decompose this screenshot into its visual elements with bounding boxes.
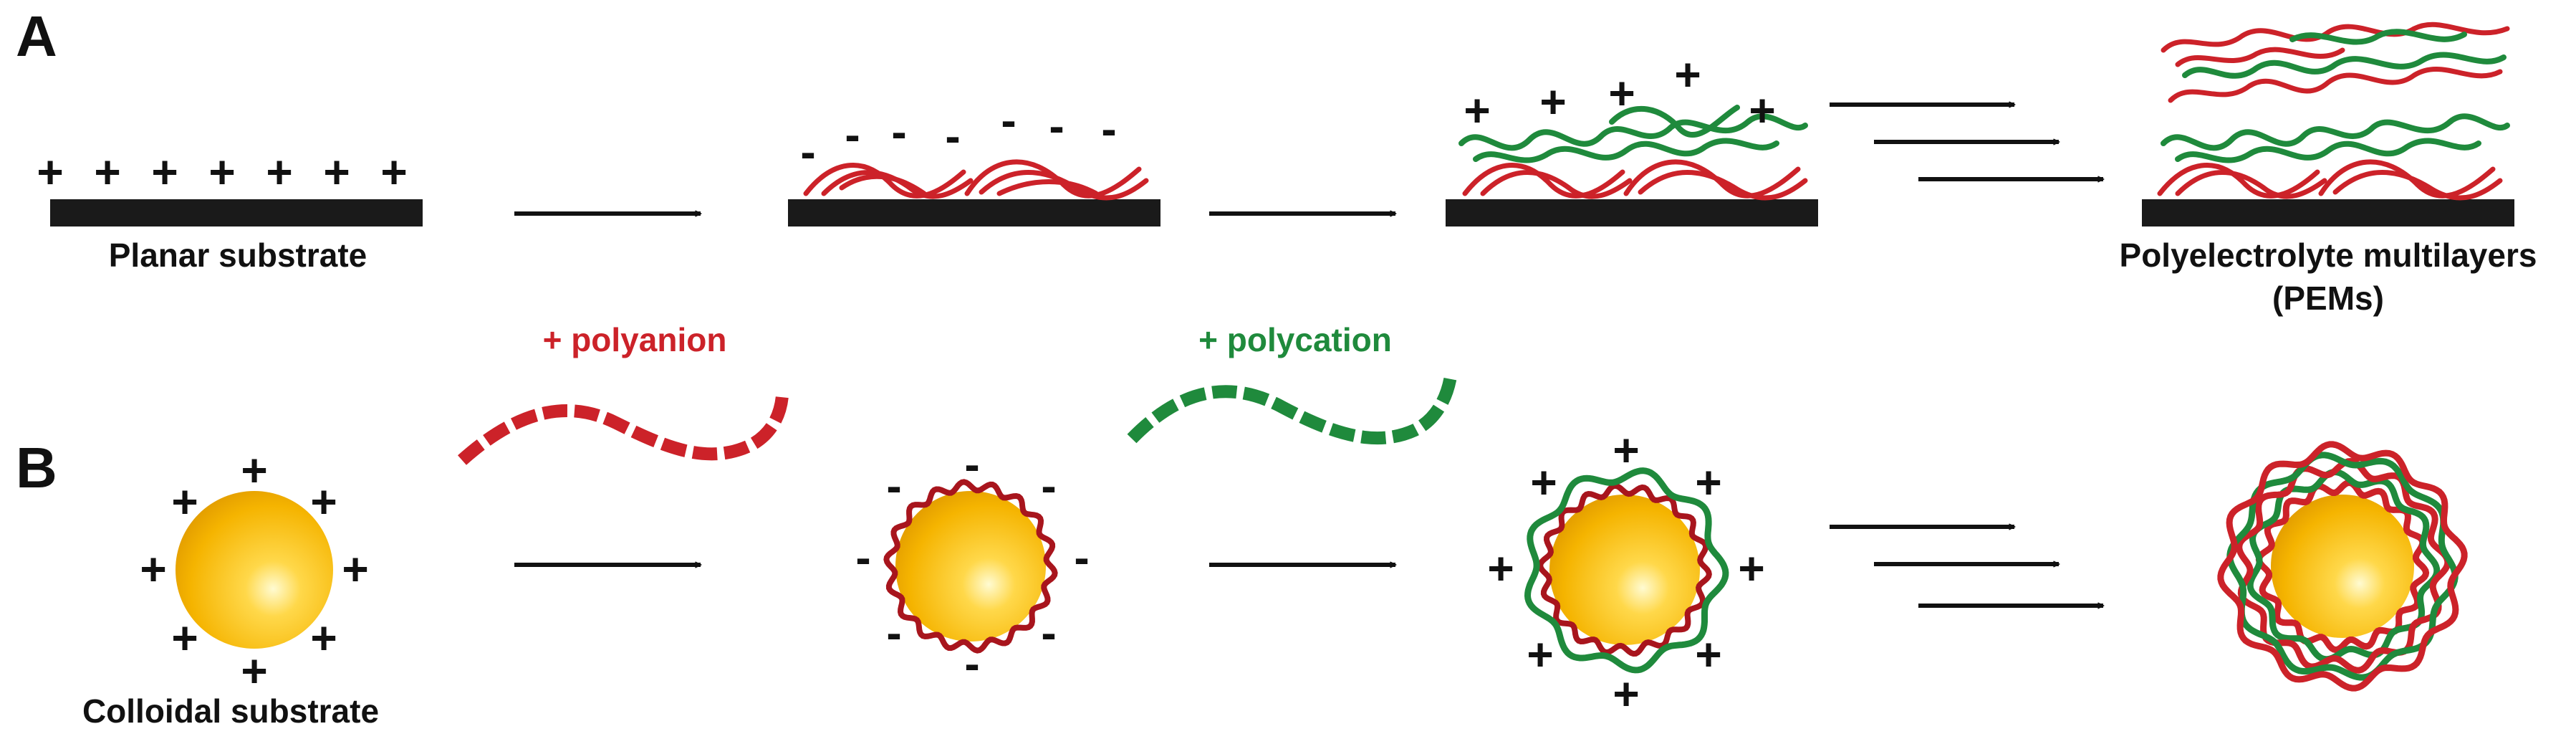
arrow-multistep-a (1830, 105, 2103, 179)
panel-label-b: B (16, 436, 57, 500)
charge-negative: - (964, 439, 979, 490)
polyanion-layer-a3 (1462, 159, 1808, 201)
charge-negative: - (886, 607, 901, 659)
charge-positive: + (151, 146, 178, 198)
colloid-particle-1 (176, 491, 333, 649)
charge-positive: + (241, 645, 267, 697)
reagent-label-polyanion: + polyanion (543, 321, 727, 358)
polycation-shell-b3 (1524, 467, 1729, 674)
surface-charges-positive-b1: + + + + + + + + (140, 444, 368, 697)
charge-negative: - (1074, 532, 1089, 583)
planar-substrate-2 (788, 199, 1160, 226)
charge-positive: + (342, 543, 368, 595)
charge-positive: + (310, 612, 337, 664)
charge-positive: + (241, 444, 267, 496)
polyanion-shell-b3 (1537, 482, 1712, 657)
charge-negative: - (855, 532, 870, 583)
charge-negative: - (1041, 607, 1056, 659)
charge-positive: + (1695, 457, 1721, 508)
surface-charges-negative-b2: - - - - - - - - (855, 439, 1089, 690)
caption-pems-line2: (PEMs) (2272, 280, 2384, 317)
polycation-layer-a3 (1458, 105, 1808, 163)
charge-positive: + (1695, 629, 1721, 680)
surface-charges-positive-a1: + + + + + + + (37, 146, 407, 198)
polyanion-shell-b2 (883, 479, 1058, 654)
colloid-particle-4 (2271, 495, 2414, 638)
charge-negative: - (845, 109, 860, 161)
charge-positive: + (1674, 49, 1701, 100)
caption-pems-line1: Polyelectrolyte multilayers (2120, 237, 2537, 274)
polyanion-layer-a2 (803, 159, 1149, 201)
multilayer-stack-a4 (2157, 22, 2510, 201)
panel-label-a: A (16, 4, 57, 68)
charge-negative: - (1101, 103, 1116, 155)
reagent-label-polycation: + polycation (1198, 321, 1392, 358)
charge-positive: + (94, 146, 120, 198)
caption-planar-substrate: Planar substrate (109, 237, 367, 274)
surface-charges-negative-a2: - - - - - - - (800, 95, 1116, 178)
charge-positive: + (380, 146, 407, 198)
charge-positive: + (1749, 85, 1775, 136)
charge-positive: + (1738, 543, 1764, 594)
colloid-particle-3 (1549, 495, 1700, 645)
charge-positive: + (1487, 543, 1514, 594)
charge-negative: - (1041, 460, 1056, 512)
charge-negative: - (945, 110, 960, 162)
charge-positive: + (1527, 629, 1553, 680)
surface-charges-positive-b3: + + + + + + + + (1487, 424, 1764, 720)
charge-positive: + (208, 146, 235, 198)
charge-positive: + (1608, 67, 1635, 119)
charge-positive: + (171, 476, 198, 528)
charge-positive: + (140, 543, 166, 595)
arrow-multistep-b (1830, 527, 2103, 606)
surface-charges-positive-a3: + + + + + (1464, 49, 1775, 136)
polycation-strand-icon (1127, 375, 1457, 445)
charge-positive: + (310, 476, 337, 528)
planar-substrate-1 (50, 199, 423, 226)
charge-negative: - (891, 106, 906, 158)
polyanion-strand-icon (458, 394, 789, 465)
charge-negative: - (886, 460, 901, 512)
charge-positive: + (1530, 457, 1557, 508)
charge-negative: - (800, 126, 815, 178)
planar-substrate-3 (1446, 199, 1818, 226)
charge-positive: + (37, 146, 63, 198)
charge-negative: - (1001, 95, 1016, 146)
charge-positive: + (323, 146, 350, 198)
caption-colloidal-substrate: Colloidal substrate (82, 692, 379, 730)
charge-positive: + (1539, 76, 1566, 128)
planar-substrate-4 (2142, 199, 2514, 226)
charge-positive: + (1464, 85, 1490, 136)
charge-positive: + (266, 146, 292, 198)
charge-positive: + (1613, 424, 1639, 476)
colloid-particle-2 (895, 491, 1046, 642)
multilayer-shell-b4 (2217, 441, 2468, 692)
charge-positive: + (171, 612, 198, 664)
charge-negative: - (1049, 100, 1064, 152)
charge-negative: - (964, 638, 979, 690)
charge-positive: + (1613, 668, 1639, 720)
